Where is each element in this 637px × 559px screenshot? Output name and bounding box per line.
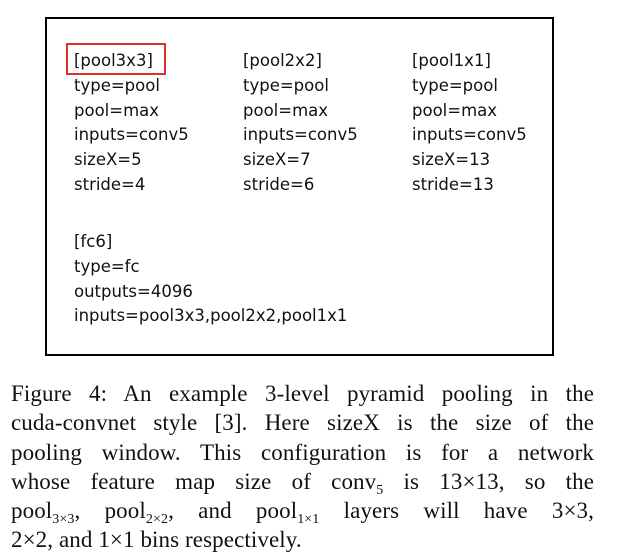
section-header-pool2x2: [pool2x2]	[243, 51, 322, 70]
config-line: stride=6	[243, 174, 315, 194]
config-box: [pool3x3] type=pool pool=max inputs=conv…	[45, 17, 554, 356]
config-line: type=fc	[74, 256, 140, 276]
config-line: sizeX=5	[74, 150, 142, 170]
section-header-pool3x3: [pool3x3]	[66, 43, 189, 75]
caption-line: pool3×3, pool2×2, and pool1×1 layers wil…	[11, 498, 594, 528]
config-line: stride=4	[74, 174, 146, 194]
config-line: pool=max	[412, 100, 498, 120]
config-line: inputs=conv5	[243, 125, 358, 145]
config-line: pool=max	[243, 100, 329, 120]
config-line: sizeX=13	[412, 150, 491, 170]
config-line: inputs=conv5	[74, 125, 189, 145]
caption-line: cuda-convnet style [3]. Here sizeX is th…	[11, 410, 594, 436]
config-line: stride=13	[412, 174, 494, 194]
subscript: 3×3	[52, 512, 75, 528]
section-header-pool1x1: [pool1x1]	[412, 51, 491, 70]
config-block-fc6: [fc6] type=fc outputs=4096 inputs=pool3x…	[74, 230, 347, 329]
config-line: sizeX=7	[243, 150, 311, 170]
subscript: 2×2	[145, 512, 169, 528]
config-line: pool=max	[74, 100, 160, 120]
caption-line: whose feature map size of conv5 is 13×13…	[11, 468, 595, 498]
section-header-fc6: [fc6]	[74, 232, 113, 251]
subscript: 1×1	[297, 512, 320, 528]
caption-line: 2×2, and 1×1 bins respectively.	[11, 527, 302, 553]
config-line: inputs=conv5	[412, 125, 527, 145]
config-line: inputs=pool3x3,pool2x2,pool1x1	[74, 306, 348, 326]
figure-caption: Figure 4: An example 3-level pyramid poo…	[11, 379, 594, 555]
caption-line: Figure 4: An example 3-level pyramid poo…	[11, 381, 594, 406]
caption-line: pooling window. This configuration is fo…	[11, 439, 594, 465]
config-block-pool2x2: [pool2x2] type=pool pool=max inputs=conv…	[243, 49, 358, 198]
config-block-pool3x3: [pool3x3] type=pool pool=max inputs=conv…	[66, 43, 189, 198]
config-line: type=pool	[412, 75, 498, 95]
config-line: outputs=4096	[74, 281, 193, 301]
config-line: type=pool	[74, 75, 160, 95]
config-line: type=pool	[243, 75, 329, 95]
config-block-pool1x1: [pool1x1] type=pool pool=max inputs=conv…	[412, 49, 527, 198]
subscript: 5	[376, 482, 384, 498]
